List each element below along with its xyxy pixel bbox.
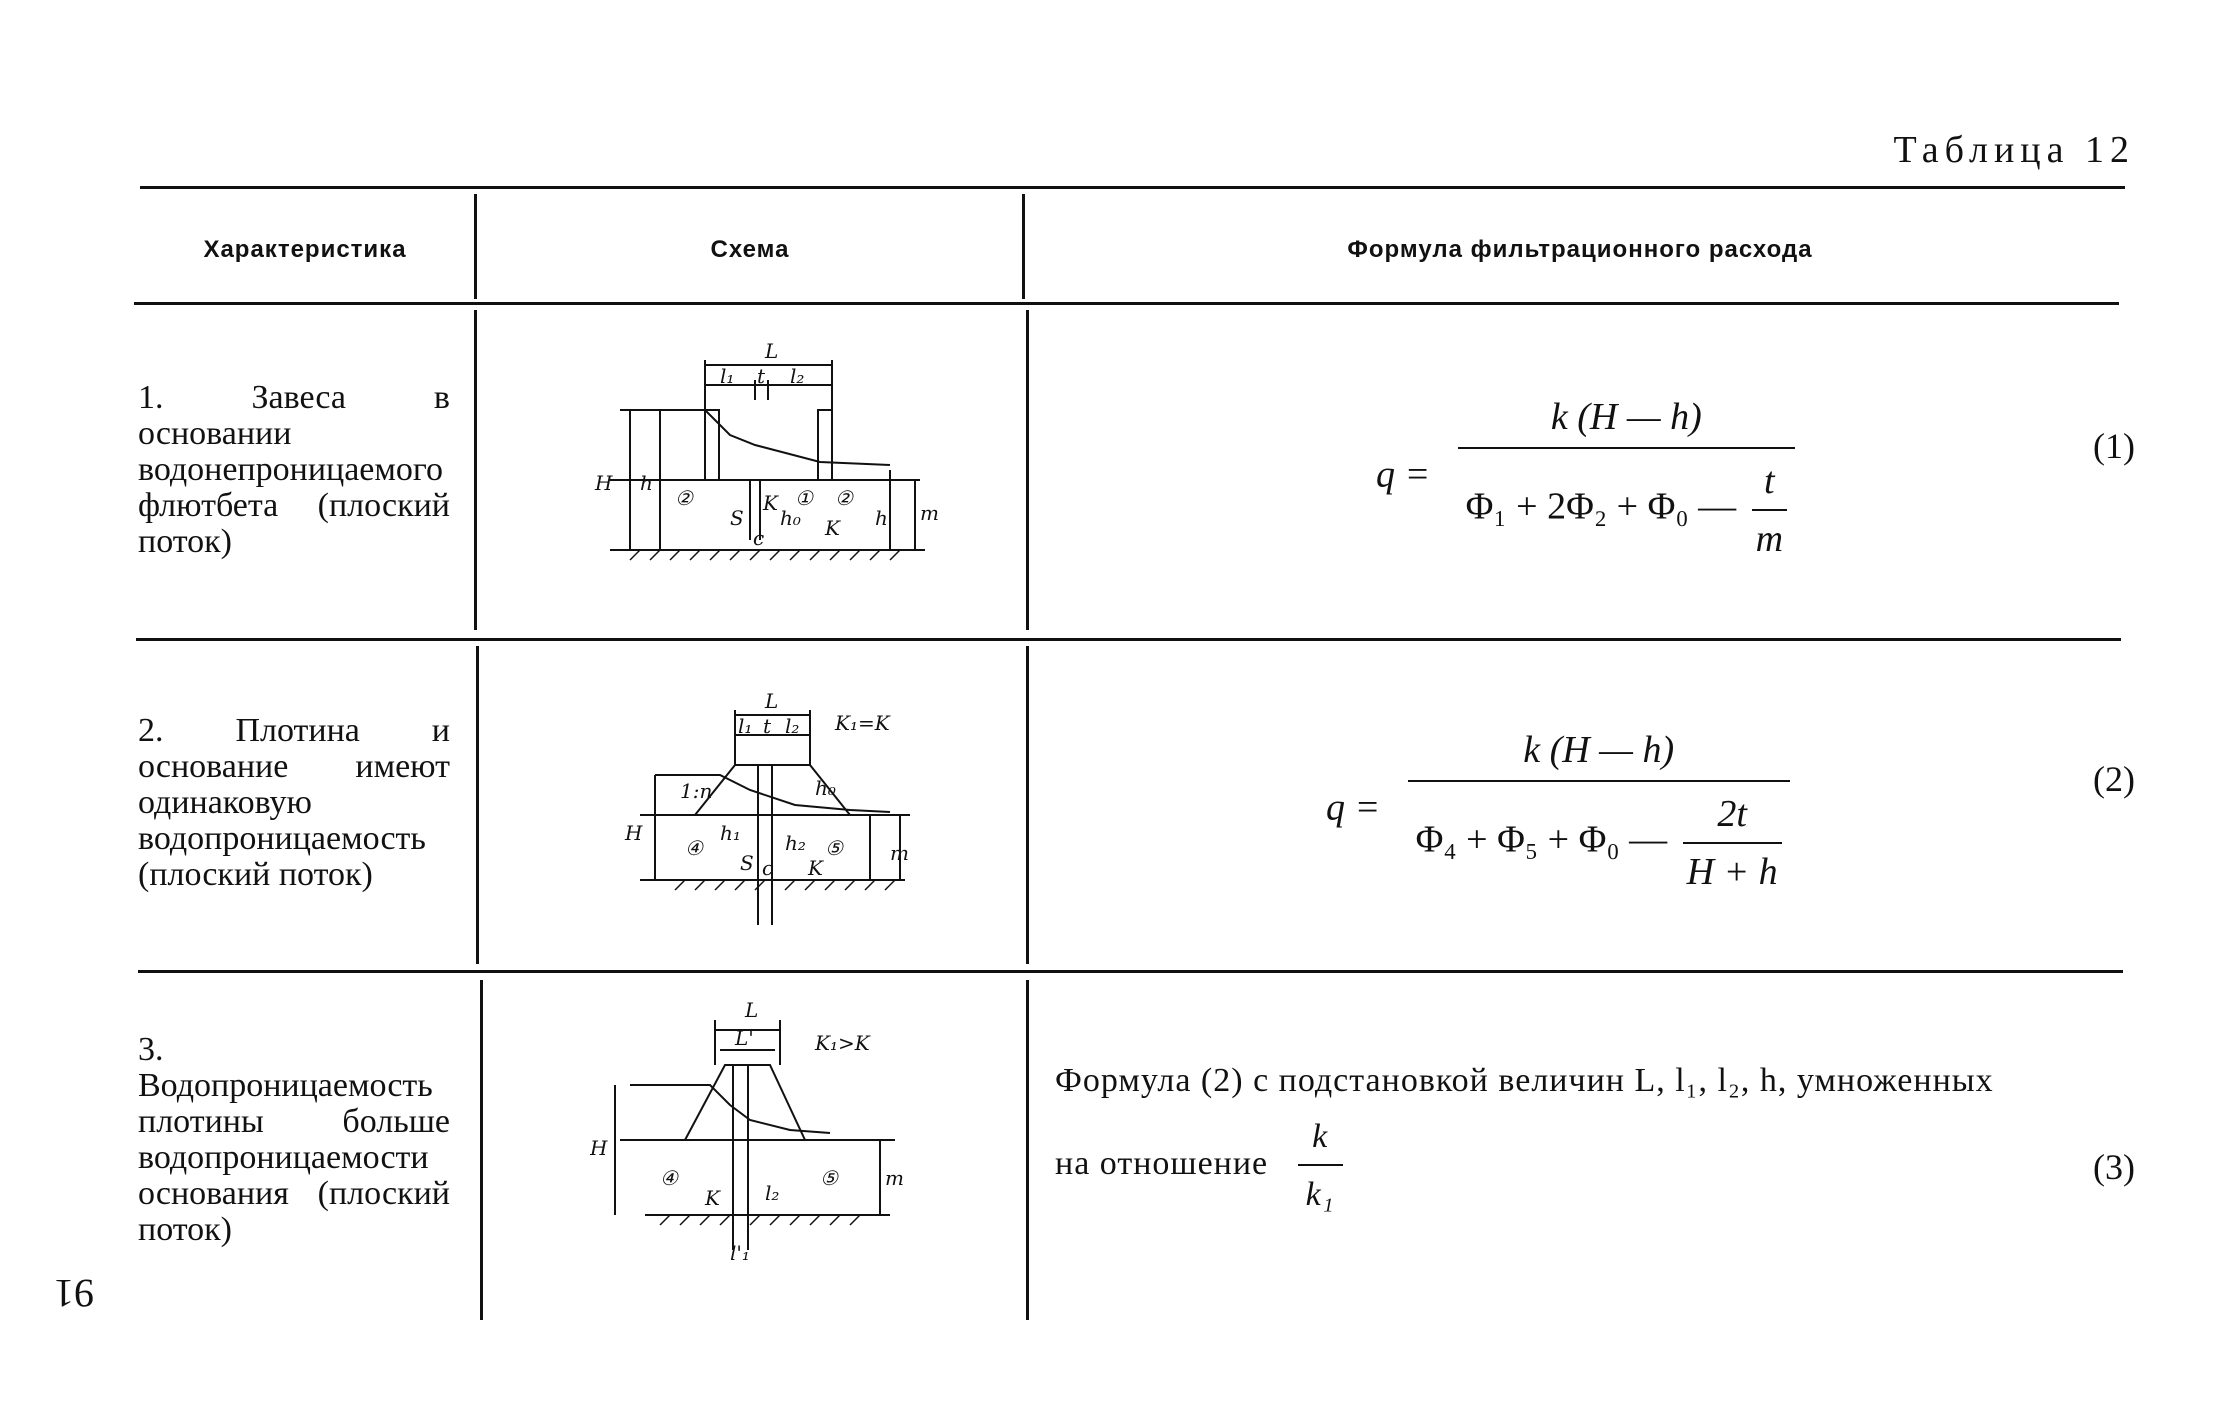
svg-text:m: m [890, 841, 909, 865]
svg-text:L: L [764, 340, 778, 363]
svg-text:t: t [763, 714, 772, 738]
svg-text:h: h [640, 471, 653, 495]
svg-text:1:n: 1:n [680, 779, 712, 803]
row2-formula-denominator: Φ₄ + Φ₅ + Φ₀ — 2t H + h [1408, 782, 1790, 894]
row2-formula-fraction: k (H — h) Φ₄ + Φ₅ + Φ₀ — 2t H + h [1407, 728, 1790, 894]
page-number: 91 [54, 1271, 94, 1316]
svg-text:c: c [762, 856, 773, 880]
row2-inner-num: 2t [1717, 793, 1747, 835]
svg-text:h₁: h₁ [720, 821, 741, 845]
svg-text:t: t [757, 364, 766, 388]
row1-inner-den: m [1755, 518, 1784, 560]
svg-text:⑤: ⑤ [820, 1166, 839, 1190]
svg-text:l'₁: l'₁ [730, 1241, 750, 1265]
row2-fraction-bar [1407, 780, 1790, 782]
row2-formula-lhs: q = [1326, 786, 1381, 829]
row1-inner-fraction: t m [1751, 459, 1788, 561]
row3-ratio-den: k₁ [1305, 1176, 1335, 1213]
svg-text:l₁: l₁ [720, 364, 734, 388]
row1-inner-bar [1751, 509, 1788, 511]
row3-ratio-bar [1297, 1164, 1343, 1166]
row2-denominator-main: Φ₄ + Φ₅ + Φ₀ — [1415, 818, 1668, 861]
svg-text:l₂: l₂ [765, 1181, 779, 1205]
svg-text:l₂: l₂ [790, 364, 804, 388]
row1-formula: q = k (H — h) Φ₁ + 2Φ₂ + Φ₀ — t m [1376, 395, 1796, 561]
row2-equation-number: (2) [2093, 759, 2135, 799]
header-bottom-rule [134, 302, 2119, 305]
column-separator-2 [1026, 646, 1029, 964]
row3-ratio-num: k [1312, 1118, 1329, 1155]
svg-text:H: H [624, 821, 643, 845]
row3-characteristic: 3. Водопроницаемость плотины больше водо… [138, 1031, 450, 1248]
header-characteristic: Характеристика [203, 236, 407, 263]
svg-text:⑤: ⑤ [825, 836, 844, 860]
svg-text:K₁>K: K₁>K [814, 1031, 871, 1055]
svg-text:K: K [824, 516, 841, 540]
column-separator-2 [1026, 980, 1029, 1320]
row1-bottom-rule [136, 638, 2121, 641]
row2-characteristic: 2. Плотина и основание имеют одинаковую … [138, 712, 450, 893]
table-caption: Таблица 12 [1893, 129, 2135, 171]
svg-text:m: m [920, 501, 939, 525]
header-scheme: Схема [710, 236, 790, 263]
row1-characteristic: 1. Завеса в основании водонепроницаемого… [138, 379, 450, 560]
row2-scheme-diagram: L l₁ t l₂ K₁=K 1:n H h₀ h₁ h₂ ④ ⑤ S c K … [624, 689, 910, 925]
svg-text:K: K [762, 491, 779, 515]
row1-formula-denominator: Φ₁ + 2Φ₂ + Φ₀ — t m [1458, 449, 1795, 561]
row1-scheme-diagram: L l₁ t l₂ H h ② ① ② S K c h₀ h K m [594, 340, 939, 561]
row1-inner-num: t [1764, 460, 1775, 502]
svg-text:h₂: h₂ [785, 831, 806, 855]
row3-formula-line1: Формула (2) с подстановкой величин L, l₁… [1055, 1062, 1994, 1099]
column-separator-1 [474, 194, 477, 299]
svg-text:②: ② [835, 486, 854, 510]
svg-text:①: ① [795, 486, 814, 510]
svg-text:H: H [590, 1136, 608, 1160]
row3-formula-line2: на отношение k k₁ [1055, 1118, 1343, 1214]
header-formula: Формула фильтрационного расхода [1347, 236, 1813, 263]
row3-scheme-diagram: L L' K₁>K H ④ ⑤ K l₂ l'₁ m [590, 998, 904, 1265]
row1-formula-numerator: k (H — h) [1550, 396, 1702, 438]
svg-text:S: S [740, 851, 754, 875]
row2-formula: q = k (H — h) Φ₄ + Φ₅ + Φ₀ — 2t H + h [1326, 728, 1790, 894]
svg-text:S: S [730, 506, 744, 530]
row2-inner-bar [1682, 842, 1782, 844]
svg-text:c: c [753, 526, 764, 550]
row1-denominator-main: Φ₁ + 2Φ₂ + Φ₀ — [1465, 485, 1737, 528]
svg-text:L: L [744, 998, 758, 1022]
row2-formula-numerator: k (H — h) [1523, 729, 1675, 771]
svg-text:h: h [875, 506, 888, 530]
column-separator-2 [1026, 310, 1029, 630]
svg-text:h₀: h₀ [780, 506, 801, 530]
column-separator-1 [480, 980, 483, 1320]
row1-fraction-bar [1457, 447, 1796, 449]
svg-text:l₁: l₁ [738, 714, 752, 738]
svg-text:L: L [764, 689, 778, 713]
svg-text:L': L' [734, 1026, 754, 1050]
row1-equation-number: (1) [2093, 426, 2135, 466]
column-separator-1 [476, 646, 479, 964]
svg-text:②: ② [675, 486, 694, 510]
table-top-rule [140, 186, 2125, 189]
column-separator-1 [474, 310, 477, 630]
row2-inner-den: H + h [1686, 851, 1778, 893]
svg-text:K₁=K: K₁=K [834, 711, 891, 735]
row3-ratio-fraction: k k₁ [1297, 1118, 1343, 1214]
svg-text:h₀: h₀ [815, 776, 836, 800]
row2-bottom-rule [138, 970, 2123, 973]
svg-text:K: K [704, 1186, 721, 1210]
svg-text:④: ④ [685, 836, 704, 860]
svg-text:④: ④ [660, 1166, 679, 1190]
row3-ratio-label: на отношение [1055, 1144, 1269, 1182]
column-separator-2 [1022, 194, 1025, 299]
svg-text:l₂: l₂ [785, 714, 799, 738]
row2-inner-fraction: 2t H + h [1682, 792, 1782, 894]
svg-text:H: H [594, 471, 613, 495]
svg-text:m: m [885, 1166, 904, 1190]
row1-formula-fraction: k (H — h) Φ₁ + 2Φ₂ + Φ₀ — t m [1457, 395, 1796, 561]
svg-text:K: K [807, 856, 824, 880]
row3-equation-number: (3) [2093, 1147, 2135, 1187]
row1-formula-lhs: q = [1376, 453, 1431, 496]
